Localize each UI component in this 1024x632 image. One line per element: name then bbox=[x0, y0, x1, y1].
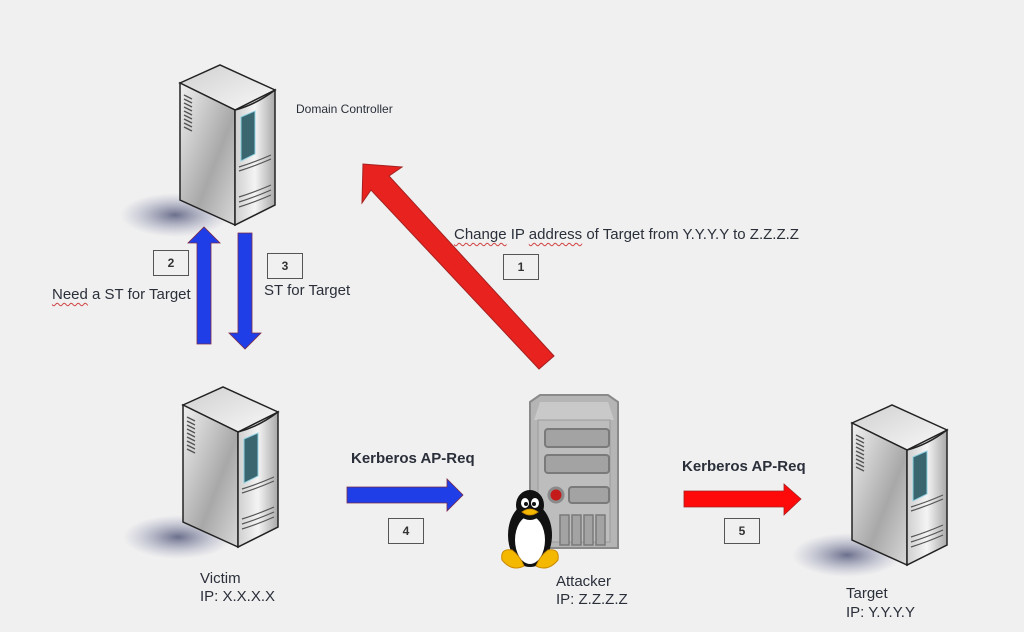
attacker-label: Attacker bbox=[556, 573, 612, 590]
linux-penguin-icon bbox=[501, 490, 559, 569]
step-1-text-part: address bbox=[528, 226, 583, 243]
domain-controller-server-icon bbox=[119, 64, 276, 238]
step-number-4: 4 bbox=[388, 518, 424, 544]
target-label: Target bbox=[846, 585, 888, 602]
attacker-ip: IP: Z.Z.Z.Z bbox=[556, 591, 628, 608]
victim-server-icon bbox=[122, 386, 279, 560]
arrow-step-2 bbox=[187, 226, 221, 345]
step-number-2: 2 bbox=[153, 250, 189, 276]
step-1-text-part: IP bbox=[506, 226, 529, 243]
step-2-text-part: Need bbox=[52, 286, 88, 303]
arrow-step-3 bbox=[228, 232, 262, 350]
target-server-icon bbox=[791, 404, 948, 578]
step-number-5: 5 bbox=[724, 518, 760, 544]
arrow-step-5 bbox=[683, 483, 802, 516]
victim-ip: IP: X.X.X.X bbox=[200, 588, 276, 605]
attacker-server-icon bbox=[529, 394, 619, 549]
step-2-text-part: a ST for Target bbox=[87, 286, 191, 303]
step-4-description: Kerberos AP-Req bbox=[351, 450, 475, 467]
step-1-text-part: of Target from Y.Y.Y.Y to Z.Z.Z.Z bbox=[582, 226, 799, 243]
step-1-description: Change IP address of Target from Y.Y.Y.Y… bbox=[454, 226, 799, 243]
target-ip: IP: Y.Y.Y.Y bbox=[846, 604, 915, 621]
step-3-description: ST for Target bbox=[264, 282, 351, 299]
step-1-text-part: Change bbox=[454, 226, 507, 243]
arrow-step-1 bbox=[361, 163, 555, 370]
step-2-description: Need a ST for Target bbox=[52, 286, 191, 303]
domain-controller-label: Domain Controller bbox=[296, 102, 393, 116]
step-5-description: Kerberos AP-Req bbox=[682, 458, 806, 475]
step-number-1: 1 bbox=[503, 254, 539, 280]
step-number-3: 3 bbox=[267, 253, 303, 279]
victim-label: Victim bbox=[200, 570, 241, 587]
arrow-step-4 bbox=[346, 478, 464, 512]
